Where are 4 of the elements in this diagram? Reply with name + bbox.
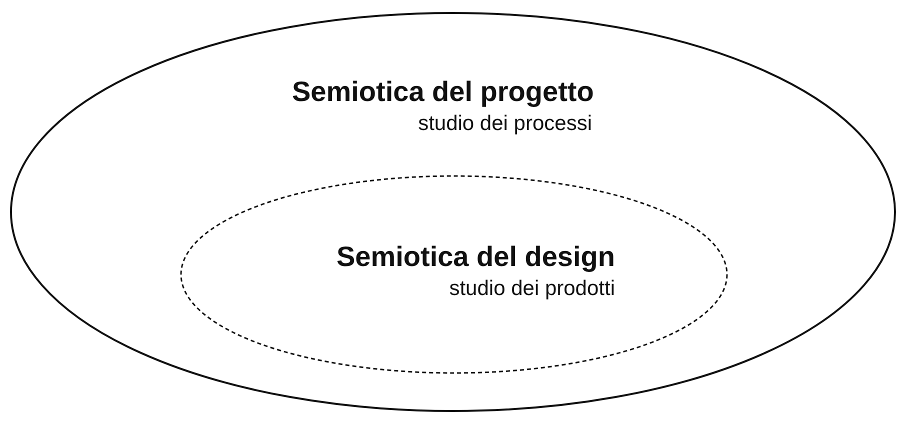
subheading: studio dei prodotti <box>449 277 615 301</box>
heading: Semiotica del design <box>336 241 615 273</box>
heading: Semiotica del progetto <box>292 76 594 108</box>
subheading: studio dei processi <box>418 112 592 136</box>
